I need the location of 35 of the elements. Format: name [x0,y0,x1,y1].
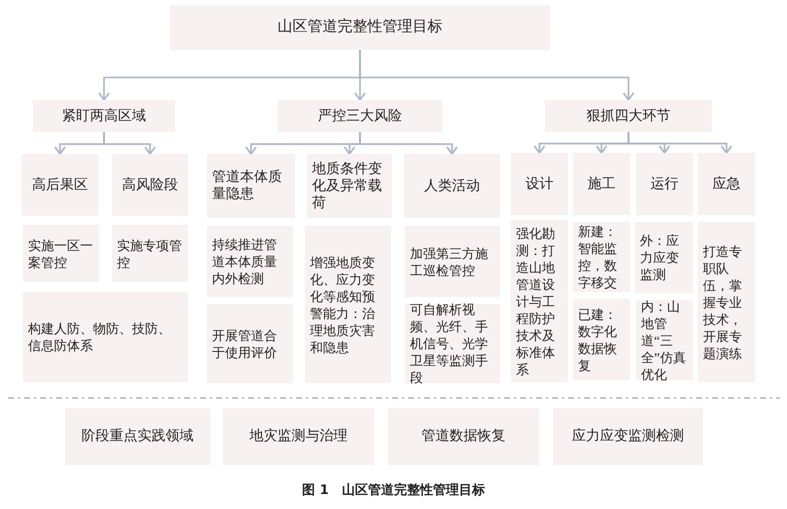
text-box: 设计 [511,153,568,215]
text-box: 外：应力应变监测 [635,222,693,293]
text-box: 开展管道合于使用评价 [207,304,293,383]
text-box: 管道本体质量隐患 [207,154,295,218]
text-box: 紧盯两高区域 [33,100,175,132]
text-box: 高风险段 [112,154,188,216]
text-box: 山区管道完整性管理目标 [170,5,550,50]
text-box: 持续推进管道本体质量内外检测 [207,226,293,297]
text-box: 实施一区一案管控 [23,225,99,282]
text-box: 应急 [698,153,755,215]
text-box: 管道数据恢复 [388,408,539,465]
text-box: 实施专项管控 [112,225,188,282]
arrow [359,132,458,155]
text-box: 已建：数字化数据恢复 [573,299,630,380]
text-box: 增强地质变化、应力变化等感知预警能力：治理地质灾害和隐患 [305,226,391,383]
text-box: 施工 [573,153,630,215]
text-box: 构建人防、物防、技防、信息防体系 [23,292,188,382]
text-box: 内：山地管道“三全”仿真优化 [636,300,693,380]
text-box: 加强第三方施工巡检管控 [405,226,500,297]
arrow [359,50,634,101]
text-box: 地质条件变化及异常载荷 [307,154,392,218]
text-box: 高后果区 [22,154,98,216]
text-box: 可自解析视频、光纤、手机信号、光学卫星等监测手段 [405,304,500,383]
text-box: 狠抓四大环节 [545,100,712,132]
text-box: 强化勘测：打造山地管道设计与工程防护技术及标准体系 [511,220,568,382]
text-box: 打造专职队伍，掌握专业技术，开展专题演练 [698,222,755,382]
text-box: 严控三大风险 [278,100,442,132]
text-box: 阶段重点实践领域 [65,408,210,465]
text-box: 新建：智能监控，数字移交 [573,222,630,292]
figure-caption: 图 1 山区管道完整性管理目标 [301,482,486,499]
text-box: 运行 [636,153,693,215]
arrow [103,132,156,155]
text-box: 地灾监测与治理 [223,408,374,465]
text-box: 应力应变监测检测 [553,408,703,465]
text-box: 人类活动 [404,154,500,218]
